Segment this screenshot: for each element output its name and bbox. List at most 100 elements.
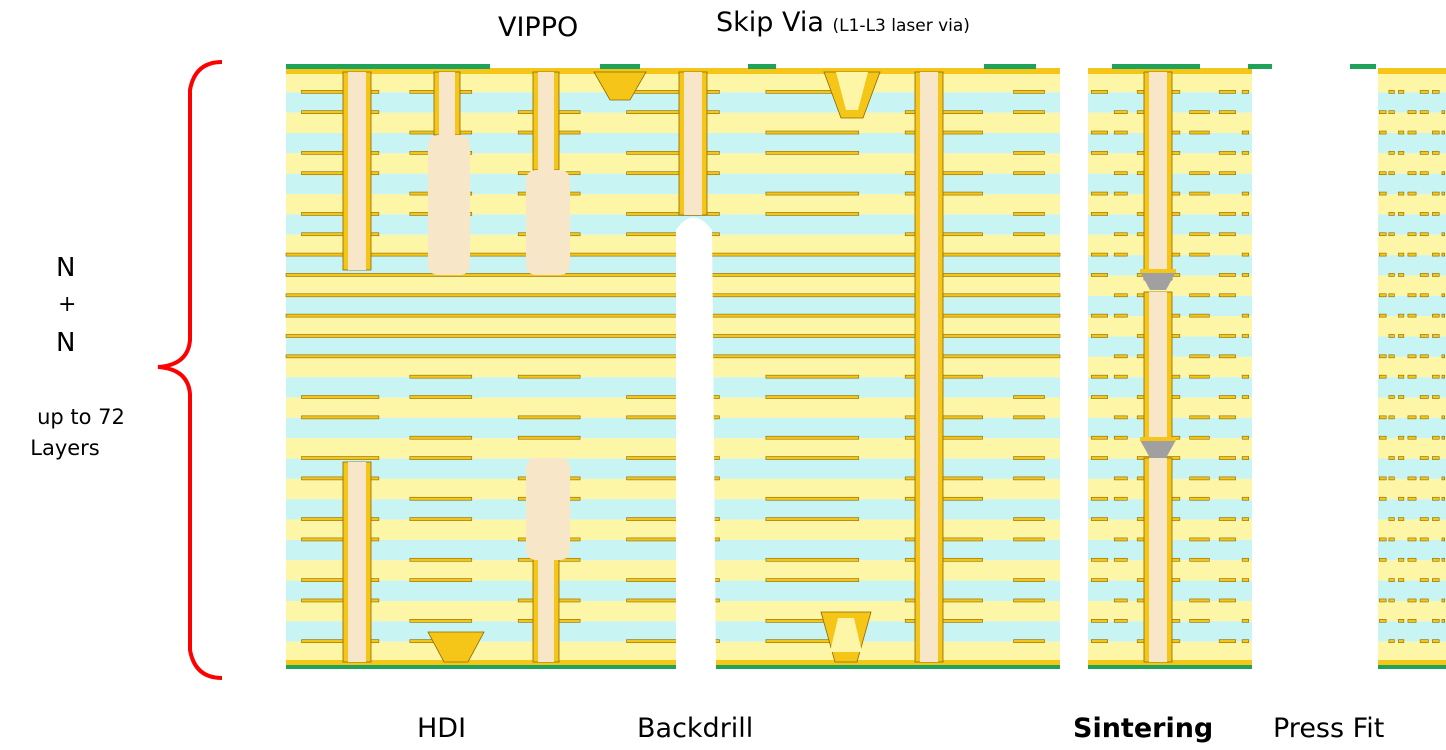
main-board-dielectric-layer [286, 539, 1060, 561]
copper-trace [1441, 313, 1445, 318]
copper-trace [1379, 313, 1387, 318]
copper-trace [1388, 598, 1395, 603]
press-fit-board-dielectric-layer [1378, 356, 1446, 378]
copper-trace [1419, 171, 1429, 176]
copper-trace [1013, 395, 1045, 399]
copper-trace [1241, 395, 1250, 399]
copper-trace [1398, 151, 1405, 155]
main-board-dielectric-layer [286, 92, 1060, 113]
copper-trace [1113, 496, 1128, 501]
copper-trace [1218, 273, 1236, 277]
copper-trace [1388, 639, 1395, 643]
copper-trace [1441, 496, 1445, 501]
copper-trace [1388, 334, 1395, 338]
press-fit-board-dielectric-layer [1378, 173, 1446, 195]
copper-trace [1241, 313, 1250, 318]
copper-trace [626, 639, 720, 643]
copper-trace [1441, 476, 1445, 481]
copper-trace [1398, 191, 1405, 196]
copper-trace [626, 517, 720, 521]
copper-trace [904, 110, 983, 114]
press-fit-board-dielectric-layer [1378, 336, 1446, 357]
copper-trace [1113, 354, 1128, 359]
copper-trace [409, 395, 473, 399]
copper-trace [1388, 578, 1395, 582]
copper-trace [1407, 537, 1417, 542]
copper-trace [1189, 313, 1210, 318]
copper-trace [1388, 456, 1395, 460]
copper-trace [1407, 374, 1417, 379]
copper-trace [1379, 171, 1387, 176]
copper-trace [301, 151, 380, 155]
copper-trace [1441, 232, 1445, 237]
copper-trace [904, 435, 983, 440]
copper-trace [1441, 110, 1445, 114]
copper-trace [1241, 273, 1250, 277]
copper-trace [904, 415, 983, 420]
copper-trace [904, 598, 983, 603]
copper-trace [301, 578, 380, 582]
sinter-joint-lower [1140, 440, 1176, 458]
copper-trace [1388, 110, 1395, 114]
copper-trace [1113, 130, 1128, 135]
copper-trace [1419, 293, 1429, 298]
copper-trace [1218, 598, 1236, 603]
press-fit-label: Press Fit [1273, 713, 1385, 744]
press-fit-board-dielectric-layer [1378, 621, 1446, 642]
copper-trace [1388, 293, 1395, 298]
solder-mask-bottom [286, 665, 1060, 669]
copper-trace [1241, 212, 1250, 216]
copper-trace [1398, 252, 1405, 257]
copper-trace [1379, 110, 1387, 114]
copper-trace [1013, 415, 1045, 420]
main-board-dielectric-layer [286, 438, 1060, 459]
copper-plane [285, 293, 1061, 298]
copper-trace [626, 415, 720, 420]
resin-fill [526, 170, 570, 275]
copper-trace [1432, 456, 1440, 460]
skip-via-top-core [836, 72, 868, 110]
copper-trace [1441, 130, 1445, 135]
copper-trace [1113, 537, 1128, 542]
n-top-label: N [56, 253, 76, 283]
press-fit-board-dielectric-layer [1378, 438, 1446, 459]
copper-trace [1388, 415, 1395, 420]
copper-trace [1419, 517, 1429, 521]
copper-trace [301, 212, 380, 216]
copper-trace [765, 456, 860, 460]
copper-trace [1419, 639, 1429, 643]
copper-trace [1432, 557, 1440, 562]
copper-trace [1398, 374, 1405, 379]
main-board-dielectric-layer [286, 72, 1060, 93]
copper-trace [301, 110, 380, 114]
sintering-board-dielectric-layer [1088, 275, 1252, 296]
sinter-joint-upper-pad [1140, 269, 1176, 273]
copper-trace [1241, 456, 1250, 460]
buried-via-left-fill [348, 72, 366, 270]
copper-trace [1419, 354, 1429, 359]
copper-trace [1419, 598, 1429, 603]
copper-trace [1241, 191, 1250, 196]
copper-trace [1398, 619, 1405, 623]
copper-trace [1113, 619, 1128, 623]
backdrill-label: Backdrill [637, 713, 754, 744]
copper-trace [765, 191, 860, 196]
copper-trace [1432, 313, 1440, 318]
main-board-dielectric-layer [286, 478, 1060, 500]
copper-trace [1241, 435, 1250, 440]
copper-trace [1218, 110, 1236, 114]
main-board-dielectric-layer [286, 295, 1060, 317]
copper-trace [1241, 517, 1250, 521]
copper-trace [1407, 252, 1417, 257]
copper-plane [285, 273, 1061, 277]
copper-trace [1013, 476, 1045, 481]
copper-trace [1441, 191, 1445, 196]
copper-trace [1090, 395, 1108, 399]
outer-copper-bottom [286, 660, 1060, 666]
copper-trace [517, 374, 581, 379]
copper-trace [1398, 395, 1405, 399]
copper-trace [626, 151, 720, 155]
copper-trace [1419, 537, 1429, 542]
sintering-via-upper-fill [1149, 72, 1167, 280]
copper-trace [1432, 252, 1440, 257]
